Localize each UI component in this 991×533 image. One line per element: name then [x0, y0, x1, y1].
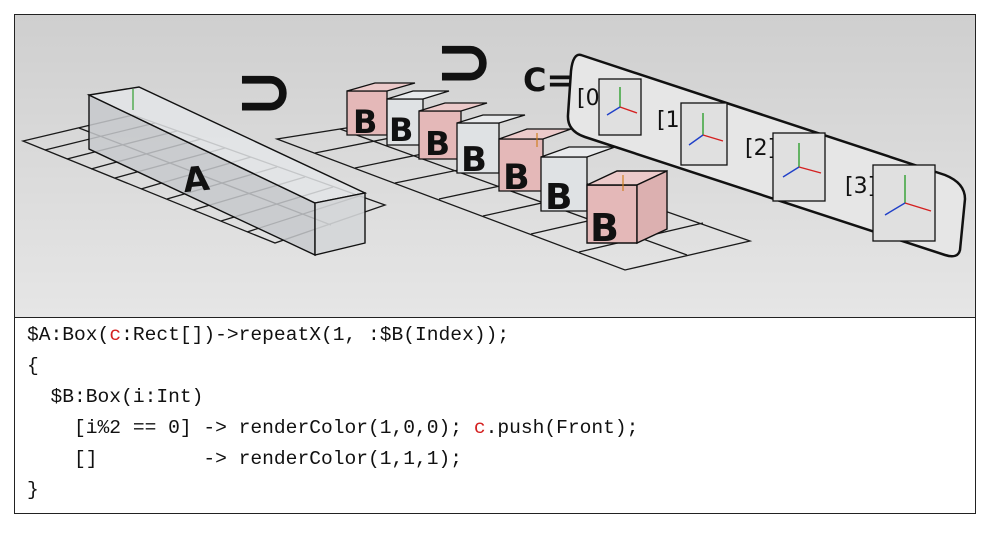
box-b-3: B: [456, 114, 526, 180]
code-line-6: }: [27, 479, 39, 501]
box-b-5: B: [540, 146, 616, 218]
label-c: C=: [523, 61, 573, 99]
c-item-3: [3]: [845, 164, 936, 242]
box-b-6: B: [586, 169, 668, 250]
c-item-0: [0]: [577, 78, 642, 136]
code-line-1: $A:Box(c:Rect[])->repeatX(1, :$B(Index))…: [27, 324, 510, 346]
label-b-5: B: [545, 177, 572, 218]
label-b-6: B: [590, 206, 619, 250]
box-a: A: [86, 86, 368, 257]
box-b-4: B: [498, 128, 572, 198]
code-line-4: [i%2 == 0] -> renderColor(1,0,0); c.push…: [27, 417, 639, 439]
label-a: A: [181, 159, 212, 202]
code-line-2: {: [27, 355, 39, 377]
box-b-2: B: [418, 102, 488, 163]
c-index-2: [2]: [745, 136, 776, 161]
code-block: $A:Box(c:Rect[])->repeatX(1, :$B(Index))…: [15, 317, 975, 513]
label-b-3: B: [461, 140, 487, 180]
c-items: [0] [1] [2] [3]: [577, 78, 936, 242]
code-line-3: $B:Box(i:Int): [27, 386, 204, 408]
c-index-3: [3]: [845, 174, 876, 199]
code-line-5: [] -> renderColor(1,1,1);: [27, 448, 463, 470]
box-b-0: B: [346, 82, 416, 141]
label-b-4: B: [503, 158, 530, 198]
implies-symbol-2: ⊃: [435, 20, 494, 102]
label-b-1: B: [389, 111, 413, 149]
c-item-2: [2]: [745, 132, 826, 202]
implies-symbol-1: ⊃: [235, 50, 294, 132]
c-panel: [566, 53, 967, 258]
label-b-0: B: [353, 103, 377, 141]
b-boxes: B B B B B: [346, 82, 668, 250]
label-b-2: B: [425, 124, 450, 163]
box-b-1: B: [386, 90, 450, 149]
figure: A ⊃ ⊃ B B: [14, 14, 976, 514]
rendered-scene: A ⊃ ⊃ B B: [15, 15, 975, 317]
c-item-1: [1]: [657, 102, 728, 166]
